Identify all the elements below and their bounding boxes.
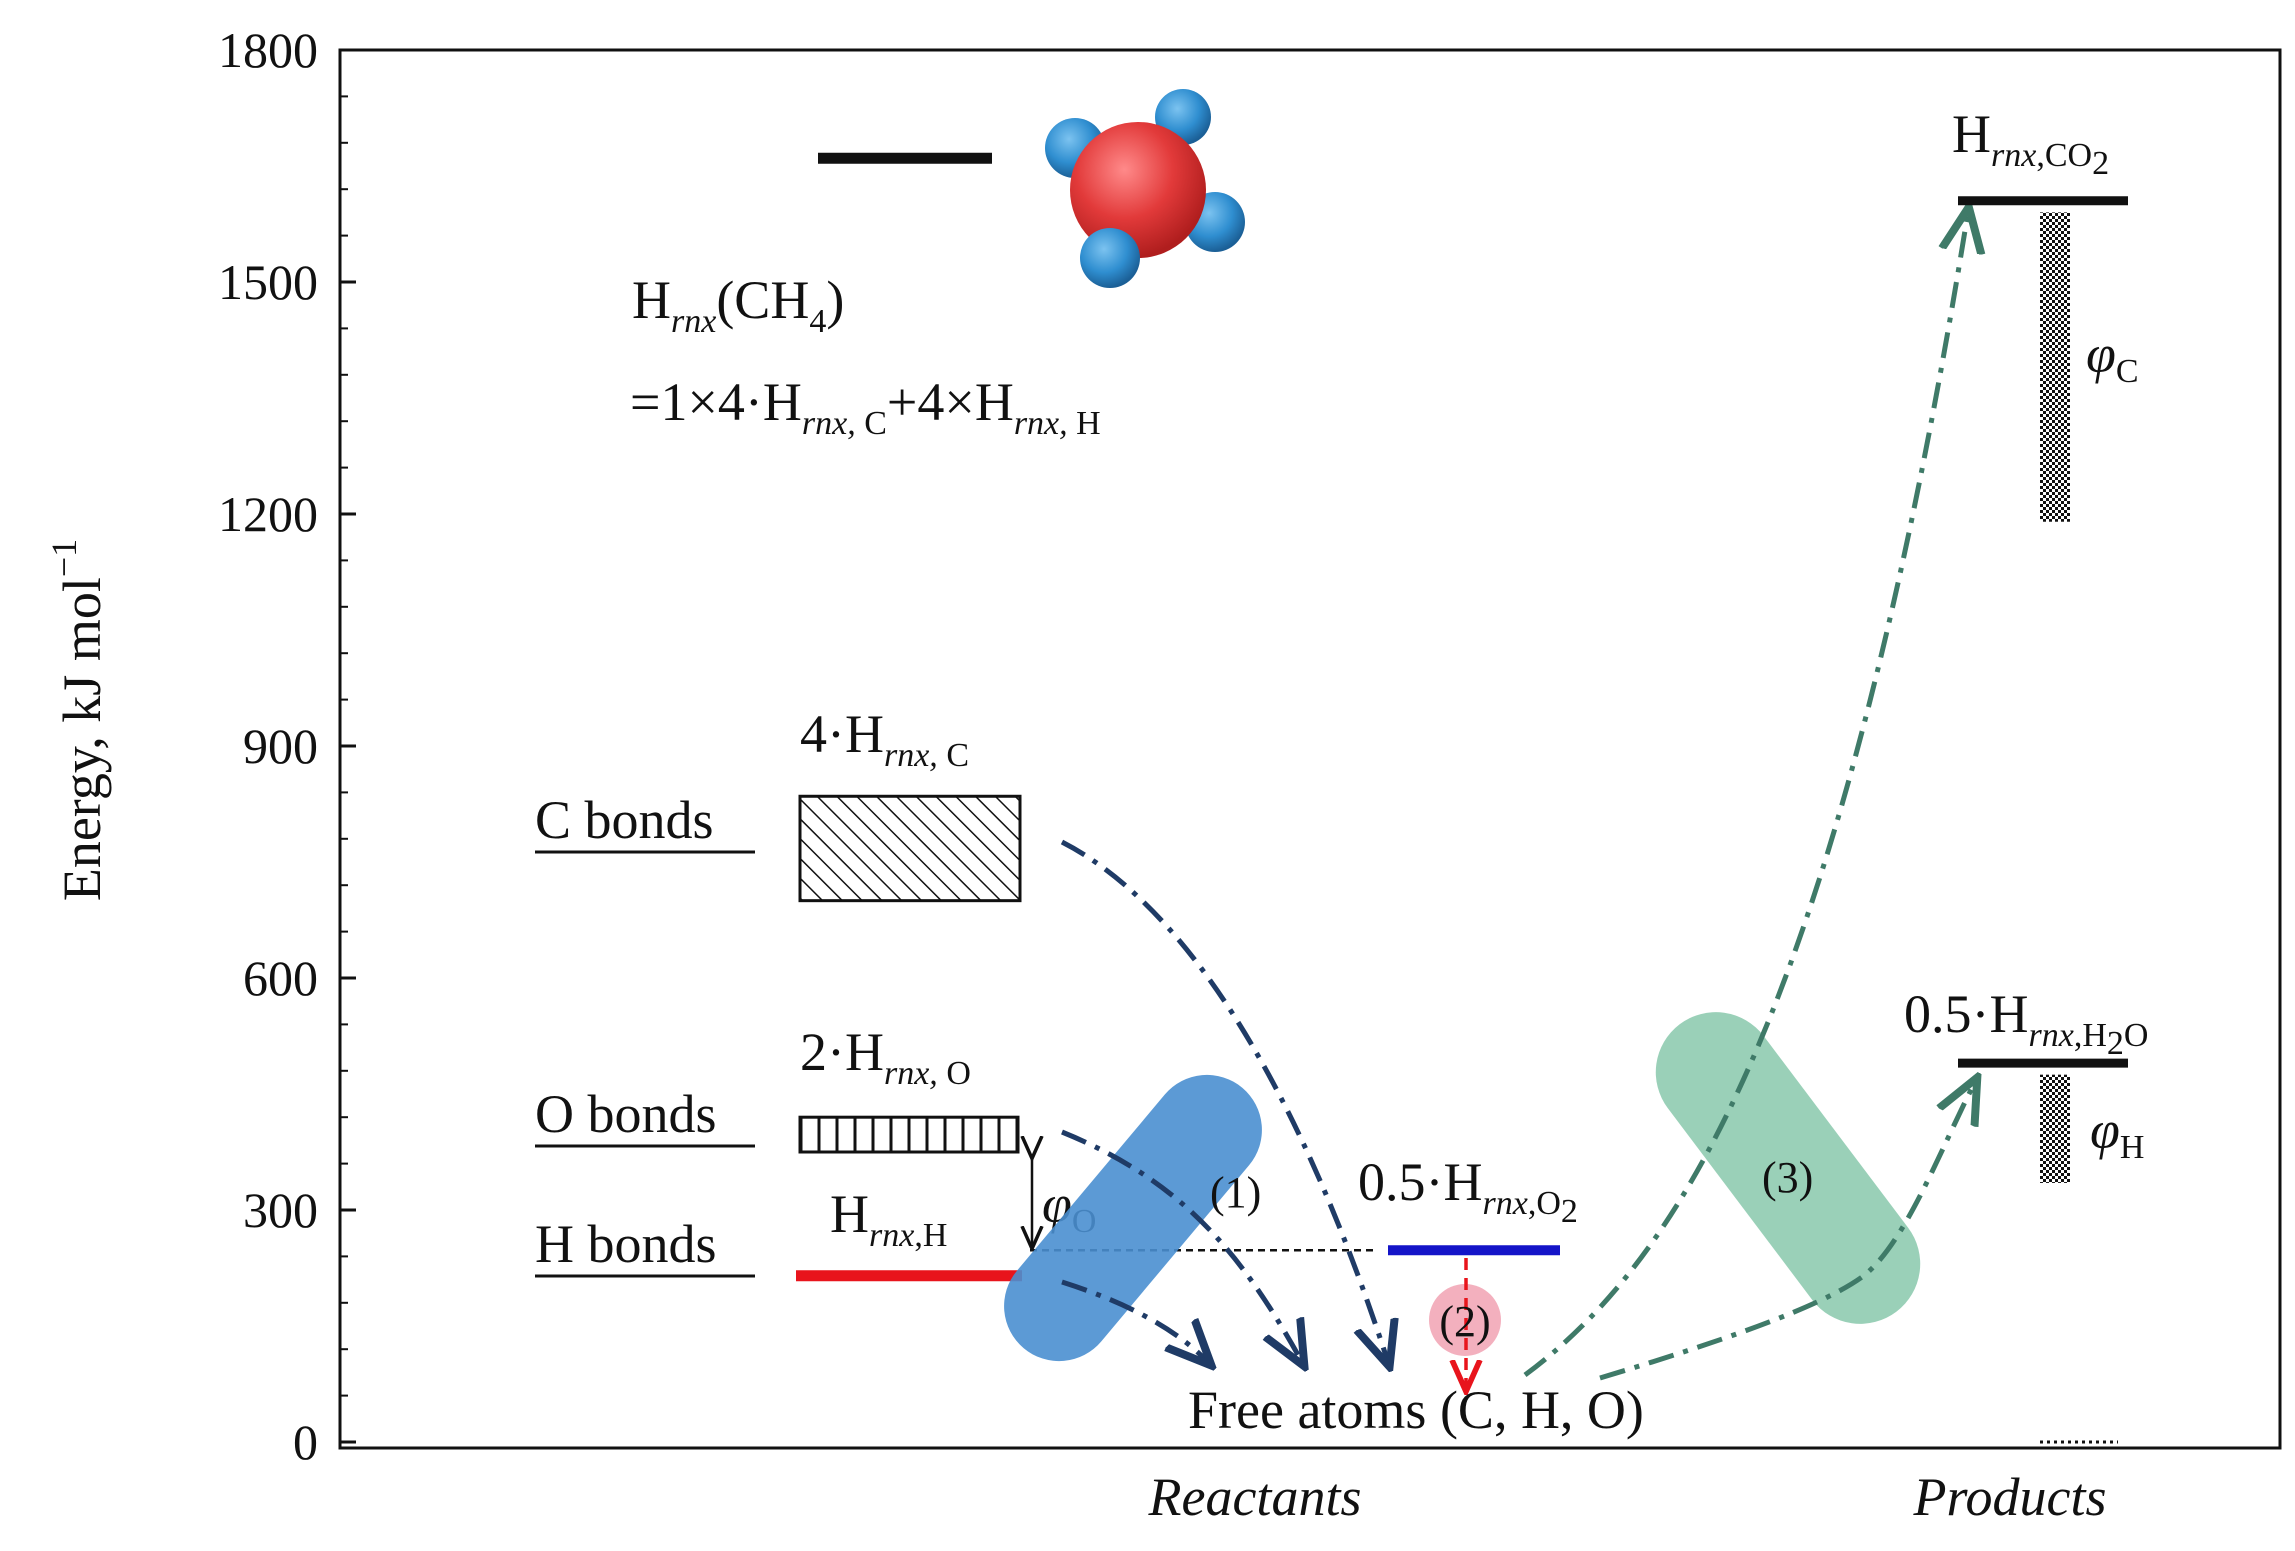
h-bonds-enthalpy-label: Hrnx,H [830, 1184, 947, 1254]
ch4-molecule-icon [1045, 89, 1245, 288]
step-3-region [1655, 1012, 1921, 1324]
y-tick-label-0: 0 [293, 1414, 318, 1470]
free-atoms-label: Free atoms (C, H, O) [1188, 1380, 1644, 1440]
y-tick-label-600: 600 [243, 950, 318, 1006]
co2-enthalpy-label: Hrnx,CO2 [1952, 104, 2109, 182]
step-2-label: (2) [1439, 1297, 1490, 1346]
o2-enthalpy-label: 0.5·Hrnx,O2 [1358, 1152, 1578, 1230]
category-products: Products [1913, 1467, 2107, 1527]
ch4-enthalpy-label: Hrnx(CH4) [632, 270, 844, 340]
phi-h-label: φH [2090, 1100, 2144, 1166]
arrow-h-to-free-atoms [1061, 1279, 1208, 1362]
y-axis-title: Energy, kJ mol−1 [44, 539, 112, 901]
y-tick-label-1200: 1200 [218, 486, 318, 542]
ch4-enthalpy-equation: =1×4·Hrnx, C+4×Hrnx, H [630, 372, 1101, 442]
arrow-c-to-free-atoms [1060, 839, 1388, 1362]
o-bonds-label: O bonds [535, 1084, 717, 1144]
y-tick-label-1500: 1500 [218, 254, 318, 310]
y-axis-tick-labels: 0 300 600 900 1200 1500 1800 [218, 22, 318, 1470]
y-tick-label-300: 300 [243, 1182, 318, 1238]
c-bonds-label: C bonds [535, 790, 714, 850]
phi-h-bar [2040, 1074, 2070, 1183]
c-bonds-box [798, 794, 1022, 903]
y-tick-label-1800: 1800 [218, 22, 318, 78]
arrow-free-atoms-to-h2o [1599, 1082, 1975, 1381]
y-tick-label-900: 900 [243, 718, 318, 774]
phi-c-bar [2040, 212, 2070, 522]
category-reactants: Reactants [1148, 1467, 1362, 1527]
step-1-region [1004, 1074, 1262, 1362]
h-bonds-label: H bonds [535, 1214, 717, 1274]
c-bonds-enthalpy-label: 4·Hrnx, C [800, 704, 969, 774]
h2o-enthalpy-label: 0.5·Hrnx,H2O [1904, 984, 2148, 1062]
o-bonds-box [798, 1115, 1020, 1154]
arrow-o-to-free-atoms [1061, 1129, 1302, 1362]
phi-c-label: φC [2086, 324, 2139, 390]
step-3-label: (3) [1762, 1153, 1813, 1202]
step-1-label: (1) [1210, 1168, 1261, 1217]
plot-frame [338, 48, 2282, 1450]
o-bonds-enthalpy-label: 2·Hrnx, O [800, 1022, 971, 1092]
y-axis-ticks [340, 48, 356, 1444]
